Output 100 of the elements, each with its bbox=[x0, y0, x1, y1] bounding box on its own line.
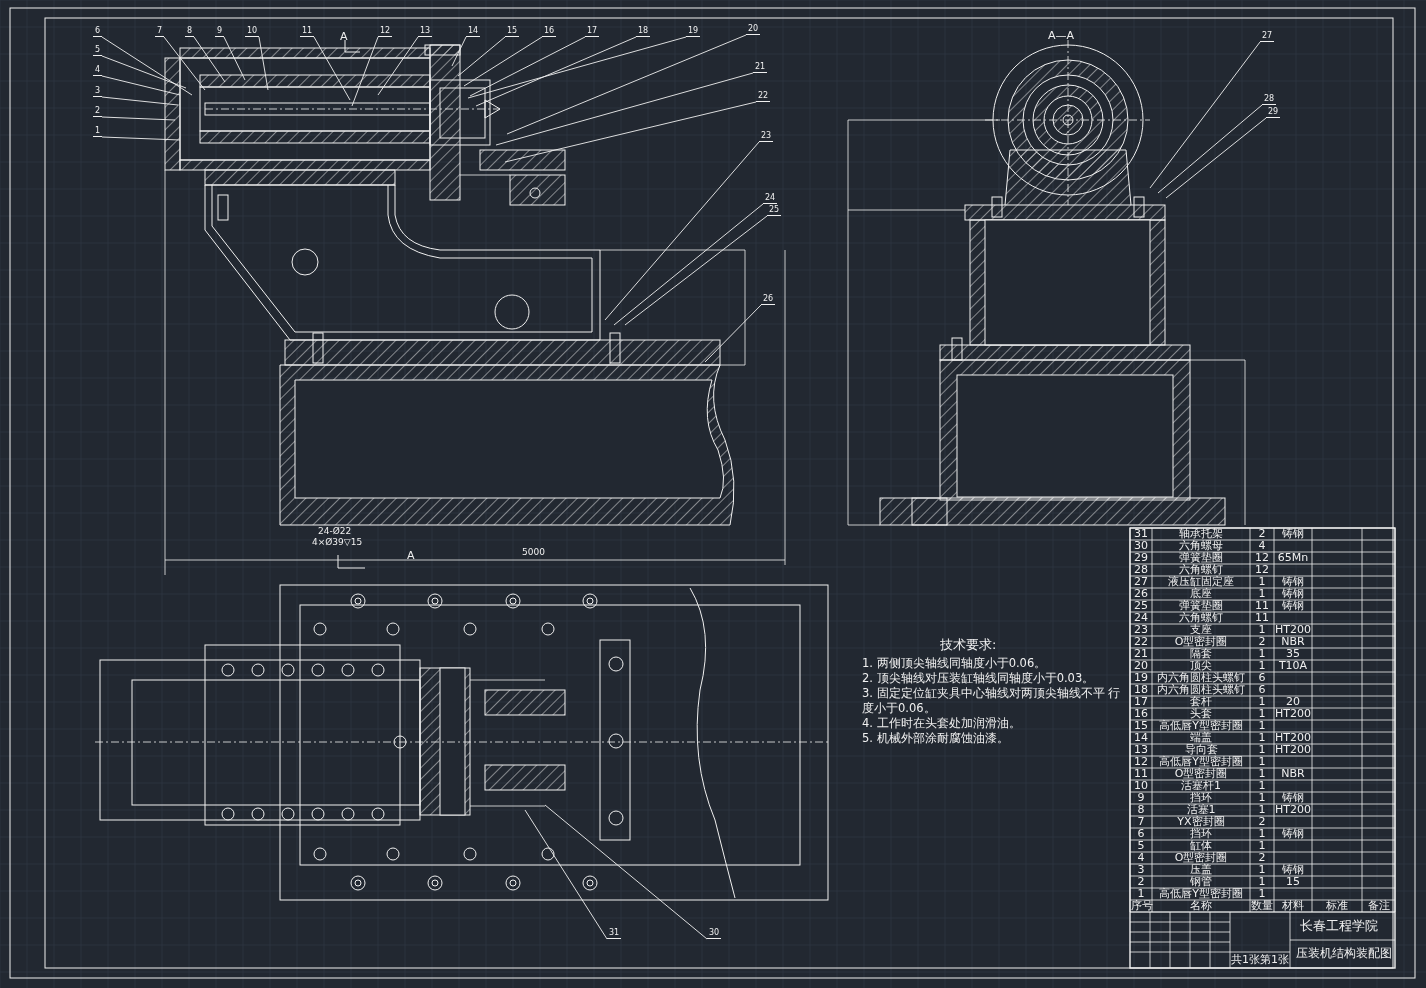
leader-line bbox=[467, 36, 687, 99]
quantity: 1 bbox=[1257, 745, 1267, 755]
quantity: 1 bbox=[1257, 829, 1267, 839]
callout-number: 25 bbox=[767, 206, 782, 216]
callout-number: 2 bbox=[93, 107, 103, 117]
note-text: 5. 机械外部涂耐腐蚀油漆。 bbox=[862, 731, 1010, 746]
drawing-title: 压装机结构装配图 bbox=[1296, 948, 1392, 960]
callout-number: 27 bbox=[1260, 32, 1275, 42]
leader-line bbox=[193, 36, 226, 83]
leader-line bbox=[544, 804, 708, 940]
part-number: 4 bbox=[1136, 853, 1146, 863]
callout-number: 22 bbox=[756, 92, 771, 102]
material: 20 bbox=[1285, 697, 1301, 707]
part-number: 7 bbox=[1136, 817, 1146, 827]
leader-line bbox=[469, 36, 586, 97]
quantity: 1 bbox=[1257, 709, 1267, 719]
leader-line bbox=[163, 36, 206, 91]
part-name: 隔套 bbox=[1189, 649, 1213, 659]
part-number: 20 bbox=[1133, 661, 1149, 671]
material: 15 bbox=[1285, 877, 1301, 887]
callout-number: 5 bbox=[93, 46, 103, 56]
material: HT200 bbox=[1275, 625, 1311, 635]
dimension-text: 24-Ø22 bbox=[318, 527, 352, 536]
material: 65Mn bbox=[1276, 553, 1310, 563]
quantity: 11 bbox=[1254, 601, 1270, 611]
callout-number: 23 bbox=[759, 132, 774, 142]
callout-number: 8 bbox=[185, 27, 195, 37]
part-number: 1 bbox=[1136, 889, 1146, 899]
callout-number: 9 bbox=[215, 27, 225, 37]
part-number: 29 bbox=[1133, 553, 1149, 563]
material: 铸钢 bbox=[1281, 601, 1305, 611]
quantity: 2 bbox=[1257, 529, 1267, 539]
part-name: 缸体 bbox=[1189, 841, 1212, 851]
column-header: 备注 bbox=[1366, 901, 1391, 911]
callout-number: 26 bbox=[761, 295, 776, 305]
quantity: 1 bbox=[1257, 757, 1267, 767]
callout-number: 10 bbox=[245, 27, 260, 37]
callout-number: 20 bbox=[746, 25, 761, 35]
note-text: 1. 两侧顶尖轴线同轴度小于0.06。 bbox=[862, 656, 1048, 671]
callout-number: 12 bbox=[378, 27, 393, 37]
callout-number: 19 bbox=[686, 27, 701, 37]
leader-line bbox=[506, 34, 747, 135]
leader-line bbox=[451, 36, 467, 67]
part-name: 钢管 bbox=[1189, 877, 1212, 887]
leader-line bbox=[313, 36, 351, 101]
leader-line bbox=[463, 36, 543, 87]
leader-line bbox=[457, 36, 506, 77]
part-number: 15 bbox=[1133, 721, 1149, 731]
note-text: 3. 固定定位缸夹具中心轴线对两顶尖轴线不平 行度小于0.06。 bbox=[862, 686, 1122, 716]
quantity: 1 bbox=[1257, 781, 1267, 791]
section-label: A bbox=[340, 31, 348, 42]
part-number: 28 bbox=[1133, 565, 1149, 575]
quantity: 1 bbox=[1257, 661, 1267, 671]
leader-line bbox=[704, 304, 762, 363]
leader-line bbox=[1149, 41, 1261, 189]
part-number: 27 bbox=[1133, 577, 1149, 587]
quantity: 12 bbox=[1254, 553, 1270, 563]
callout-number: 29 bbox=[1266, 108, 1281, 118]
material: NBR bbox=[1280, 637, 1306, 647]
note-text: 4. 工作时在头套处加润滑油。 bbox=[862, 716, 1022, 731]
leader-line bbox=[524, 809, 608, 940]
note-text: 2. 顶尖轴线对压装缸轴线同轴度小于0.03。 bbox=[862, 671, 1096, 686]
leader-line bbox=[101, 55, 187, 89]
leader-line bbox=[1165, 117, 1267, 199]
quantity: 1 bbox=[1257, 769, 1267, 779]
leader-line bbox=[101, 136, 181, 141]
material: NBR bbox=[1280, 769, 1306, 779]
quantity: 1 bbox=[1257, 649, 1267, 659]
quantity: 1 bbox=[1257, 793, 1267, 803]
part-number: 9 bbox=[1136, 793, 1146, 803]
leader-line bbox=[604, 141, 760, 321]
dimension-text: 4×Ø39▽15 bbox=[312, 538, 363, 547]
quantity: 4 bbox=[1257, 541, 1267, 551]
leader-line bbox=[101, 75, 181, 96]
quantity: 1 bbox=[1257, 805, 1267, 815]
callout-number: 15 bbox=[505, 27, 520, 37]
part-number: 21 bbox=[1133, 649, 1149, 659]
material: 35 bbox=[1285, 649, 1301, 659]
quantity: 1 bbox=[1257, 577, 1267, 587]
quantity: 1 bbox=[1257, 721, 1267, 731]
column-header: 材料 bbox=[1281, 901, 1305, 911]
leader-line bbox=[223, 36, 246, 81]
column-header: 序号 bbox=[1131, 901, 1151, 911]
quantity: 1 bbox=[1257, 697, 1267, 707]
leader-line bbox=[624, 215, 768, 326]
leader-line bbox=[101, 96, 179, 106]
part-number: 26 bbox=[1133, 589, 1149, 599]
leader-line bbox=[1157, 104, 1263, 194]
leader-line bbox=[101, 36, 193, 96]
quantity: 1 bbox=[1257, 733, 1267, 743]
material: 铸钢 bbox=[1281, 865, 1305, 875]
part-number: 31 bbox=[1133, 529, 1149, 539]
part-number: 2 bbox=[1136, 877, 1146, 887]
part-name: 轴承托架 bbox=[1178, 529, 1224, 539]
quantity: 1 bbox=[1257, 841, 1267, 851]
callout-number: 21 bbox=[753, 63, 768, 73]
quantity: 12 bbox=[1254, 565, 1270, 575]
callout-number: 11 bbox=[300, 27, 315, 37]
part-number: 5 bbox=[1136, 841, 1146, 851]
part-name: 内六角圆柱头螺钉 bbox=[1156, 673, 1246, 683]
